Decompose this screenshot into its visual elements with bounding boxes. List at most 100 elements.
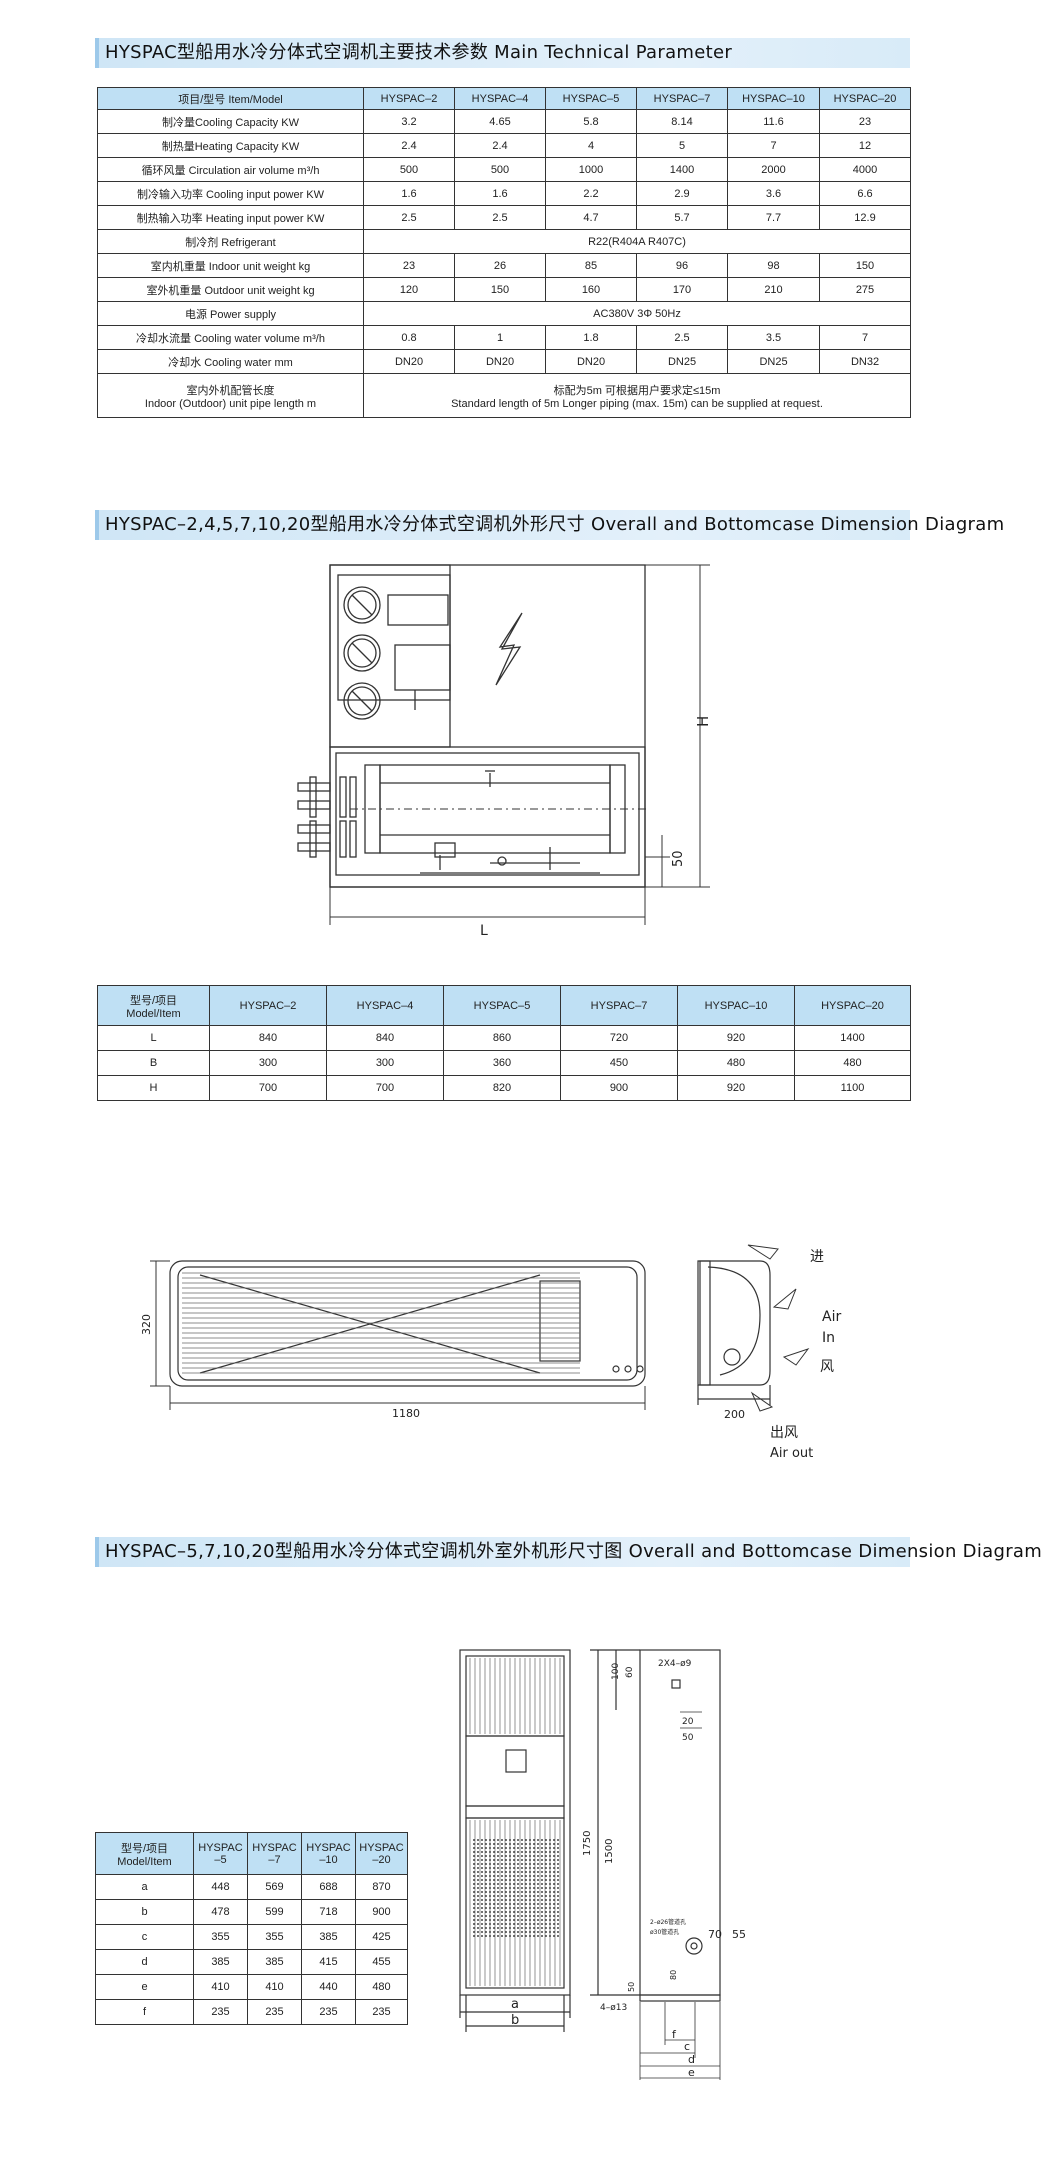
mesh-dot xyxy=(481,1851,483,1853)
value-cell: 150 xyxy=(819,253,911,278)
value-cell: 98 xyxy=(727,253,820,278)
value-cell: 455 xyxy=(355,1949,408,1975)
mesh-dot xyxy=(529,1911,531,1913)
mesh-dot xyxy=(521,1911,523,1913)
mesh-dot xyxy=(525,1879,527,1881)
mesh-dot xyxy=(557,1887,559,1889)
mesh-dot xyxy=(549,1871,551,1873)
mesh-dot xyxy=(557,1919,559,1921)
mesh-dot xyxy=(473,1851,475,1853)
value-cell: 96 xyxy=(636,253,728,278)
mesh-dot xyxy=(533,1907,535,1909)
mesh-dot xyxy=(541,1867,543,1869)
mesh-dot xyxy=(505,1847,507,1849)
mesh-dot xyxy=(549,1907,551,1909)
value-cell: 2000 xyxy=(727,157,820,182)
mesh-dot xyxy=(557,1855,559,1857)
mesh-dot xyxy=(505,1931,507,1933)
mesh-dot xyxy=(505,1875,507,1877)
mesh-dot xyxy=(493,1899,495,1901)
value-cell: 700 xyxy=(326,1075,444,1101)
mesh-dot xyxy=(481,1923,483,1925)
dim-20-label: 20 xyxy=(682,1717,694,1727)
mesh-dot xyxy=(521,1923,523,1925)
mesh-dot xyxy=(545,1839,547,1841)
pipe-label-cn: 室内外机配管长度 xyxy=(186,384,275,397)
mesh-dot xyxy=(525,1919,527,1921)
dim-b-label: b xyxy=(511,2013,519,2028)
mesh-dot xyxy=(537,1907,539,1909)
mesh-dot xyxy=(533,1859,535,1861)
header-first-cn: 型号/项目 xyxy=(120,1842,169,1855)
mesh-dot xyxy=(485,1895,487,1897)
mesh-dot xyxy=(505,1899,507,1901)
mesh-dot xyxy=(477,1915,479,1917)
mesh-dot xyxy=(509,1923,511,1925)
mesh-dot xyxy=(549,1887,551,1889)
mesh-dot xyxy=(537,1855,539,1857)
mesh-dot xyxy=(517,1911,519,1913)
mesh-dot xyxy=(525,1891,527,1893)
mesh-dot xyxy=(533,1851,535,1853)
mesh-dot xyxy=(477,1899,479,1901)
mesh-dot xyxy=(541,1843,543,1845)
mesh-dot xyxy=(497,1855,499,1857)
mesh-dot xyxy=(473,1843,475,1845)
mesh-dot xyxy=(553,1895,555,1897)
value-cell: 1.6 xyxy=(454,181,546,206)
mesh-dot xyxy=(477,1887,479,1889)
mesh-dot xyxy=(529,1931,531,1933)
mesh-dot xyxy=(553,1851,555,1853)
value-cell: 3.5 xyxy=(727,325,820,350)
mesh-dot xyxy=(525,1895,527,1897)
mesh-dot xyxy=(553,1839,555,1841)
header-suffix: –7 xyxy=(268,1853,281,1866)
mesh-dot xyxy=(505,1915,507,1917)
value-cell: 720 xyxy=(560,1025,678,1051)
mesh-dot xyxy=(513,1883,515,1885)
mesh-dot xyxy=(545,1919,547,1921)
mesh-dot xyxy=(517,1875,519,1877)
mesh-dot xyxy=(553,1843,555,1845)
mesh-dot xyxy=(517,1899,519,1901)
mesh-dot xyxy=(529,1875,531,1877)
value-cell: 478 xyxy=(193,1899,248,1925)
mesh-dot xyxy=(545,1859,547,1861)
row-label: 电源 Power supply xyxy=(97,301,364,326)
header-cell: HYSPAC–4 xyxy=(326,985,444,1026)
mesh-dot xyxy=(521,1851,523,1853)
mesh-dot xyxy=(521,1839,523,1841)
height-label: H xyxy=(694,716,712,727)
mesh-dot xyxy=(501,1863,503,1865)
mesh-dot xyxy=(501,1907,503,1909)
mesh-dot xyxy=(477,1879,479,1881)
header-cell: HYSPAC–7 xyxy=(247,1832,302,1875)
mesh-dot xyxy=(505,1911,507,1913)
mesh-dot xyxy=(497,1899,499,1901)
mesh-dot xyxy=(497,1903,499,1905)
length-label: L xyxy=(480,923,488,939)
dim-60-label: 60 xyxy=(625,1666,635,1678)
merged-value: R22(R404A R407C) xyxy=(363,229,911,254)
mesh-dot xyxy=(489,1839,491,1841)
value-cell: 480 xyxy=(794,1050,911,1076)
value-cell: 1400 xyxy=(636,157,728,182)
value-cell: 150 xyxy=(454,277,546,302)
mesh-dot xyxy=(545,1863,547,1865)
row-label: 制冷剂 Refrigerant xyxy=(97,229,364,254)
mesh-dot xyxy=(481,1879,483,1881)
mesh-dot xyxy=(517,1891,519,1893)
air-in-en-label1: Air xyxy=(822,1309,841,1325)
mesh-dot xyxy=(525,1883,527,1885)
header-model: HYSPAC xyxy=(359,1841,404,1854)
mesh-dot xyxy=(545,1895,547,1897)
mesh-dot xyxy=(549,1875,551,1877)
